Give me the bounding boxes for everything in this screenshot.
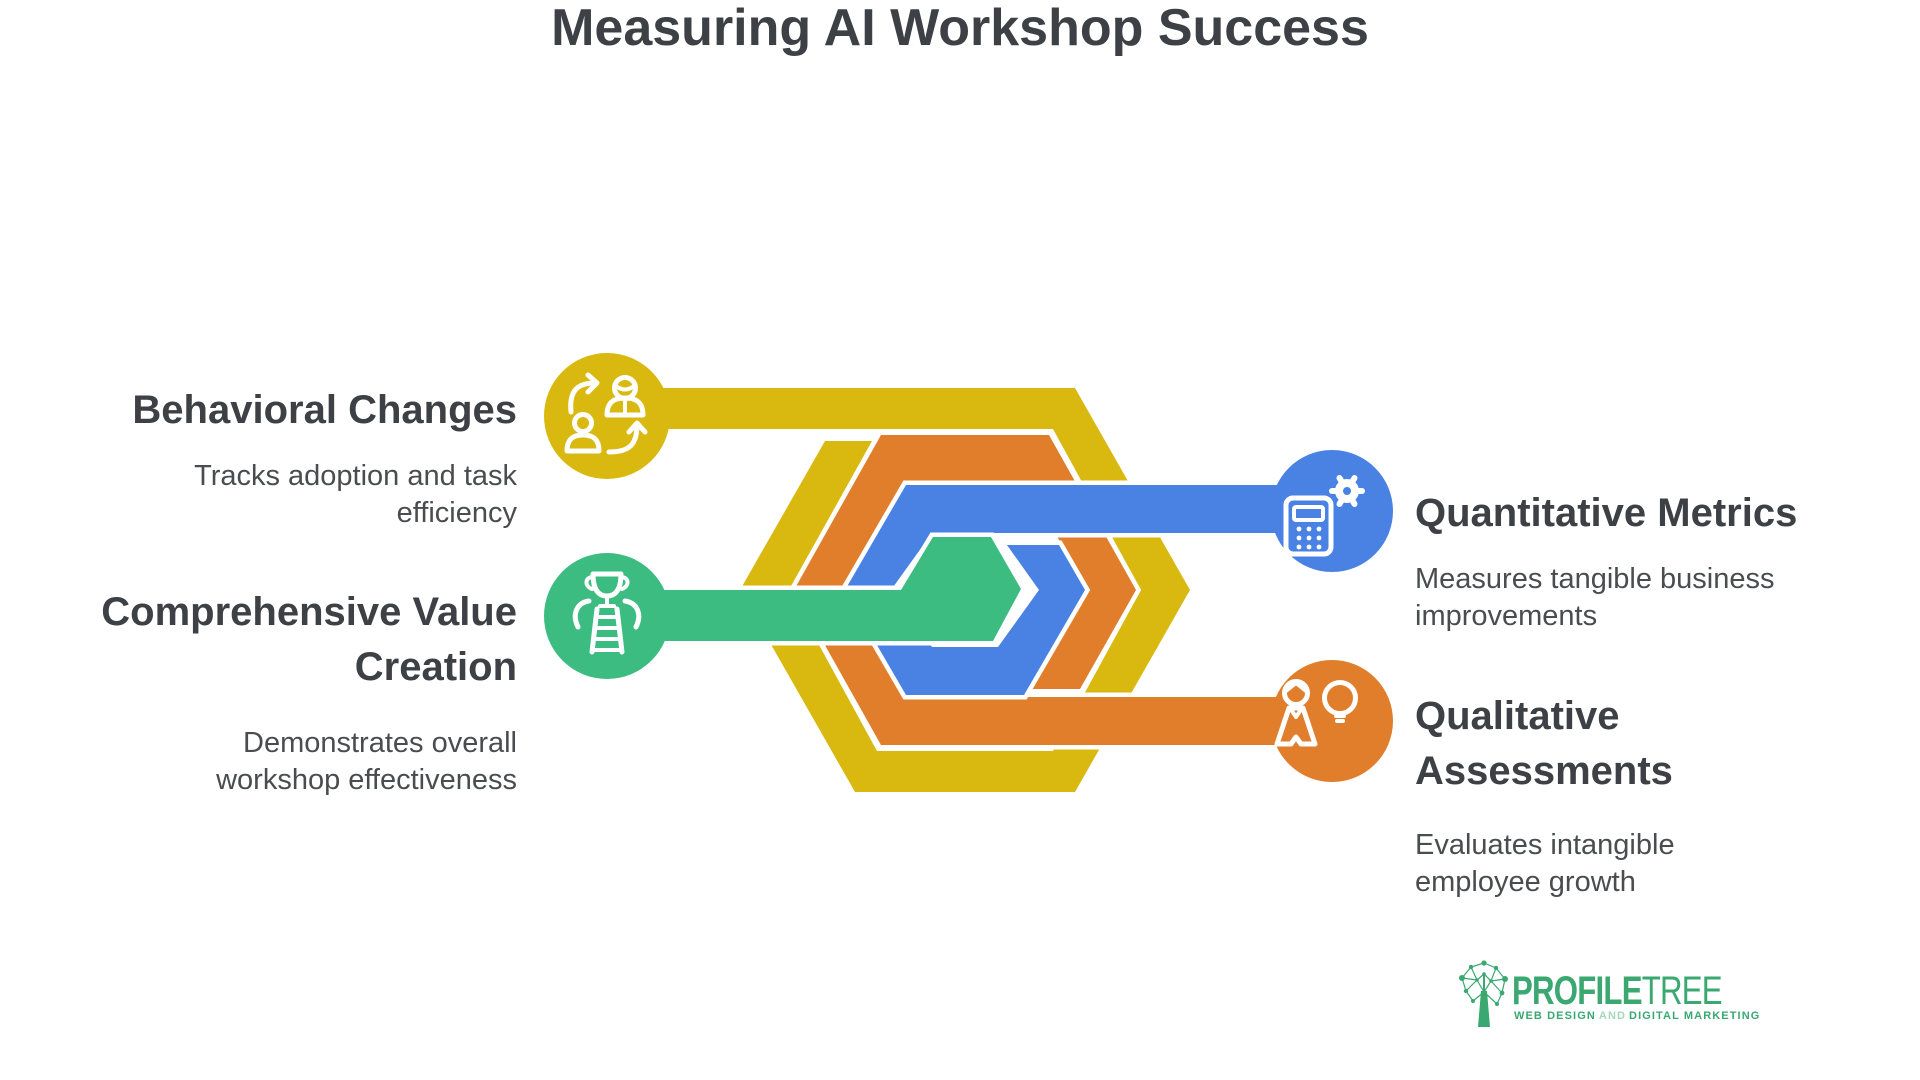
page-title: Measuring AI Workshop Success xyxy=(551,0,1369,57)
section-description: Demonstrates overall workshop effectiven… xyxy=(216,727,517,796)
tagline-part1: WEB DESIGN xyxy=(1514,1010,1596,1022)
section-heading: Qualitative Assessments xyxy=(1415,694,1673,793)
section-heading: Comprehensive Value Creation xyxy=(101,590,517,689)
section-quantitative-metrics: Quantitative Metrics Measures tangible b… xyxy=(1415,486,1885,635)
people-swap-icon xyxy=(564,372,648,455)
section-qualitative-assessments: Qualitative Assessments Evaluates intang… xyxy=(1415,689,1775,901)
tree-network-icon xyxy=(1459,960,1508,1027)
calculator-gear-icon xyxy=(1283,475,1365,557)
section-description: Tracks adoption and task efficiency xyxy=(194,460,517,529)
tagline-and: AND xyxy=(1598,1010,1627,1022)
tagline-part2: DIGITAL MARKETING xyxy=(1629,1010,1761,1022)
brand-light: TREE xyxy=(1641,969,1723,1013)
brand-bold: PROFILE xyxy=(1512,969,1643,1013)
hex-core-green xyxy=(610,537,1021,641)
trophy-ladder-icon xyxy=(572,571,642,655)
circle-qualitative-assessments xyxy=(1271,660,1393,782)
section-heading: Behavioral Changes xyxy=(132,388,517,432)
section-description: Measures tangible business improvements xyxy=(1415,563,1775,632)
brand-wordmark: PROFILETREE xyxy=(1512,969,1723,1013)
section-description: Evaluates intangible employee growth xyxy=(1415,829,1675,898)
section-heading: Quantitative Metrics xyxy=(1415,491,1798,535)
section-comprehensive-value-creation: Comprehensive Value Creation Demonstrate… xyxy=(87,585,517,799)
section-behavioral-changes: Behavioral Changes Tracks adoption and t… xyxy=(117,383,517,532)
person-idea-icon xyxy=(1274,679,1358,747)
